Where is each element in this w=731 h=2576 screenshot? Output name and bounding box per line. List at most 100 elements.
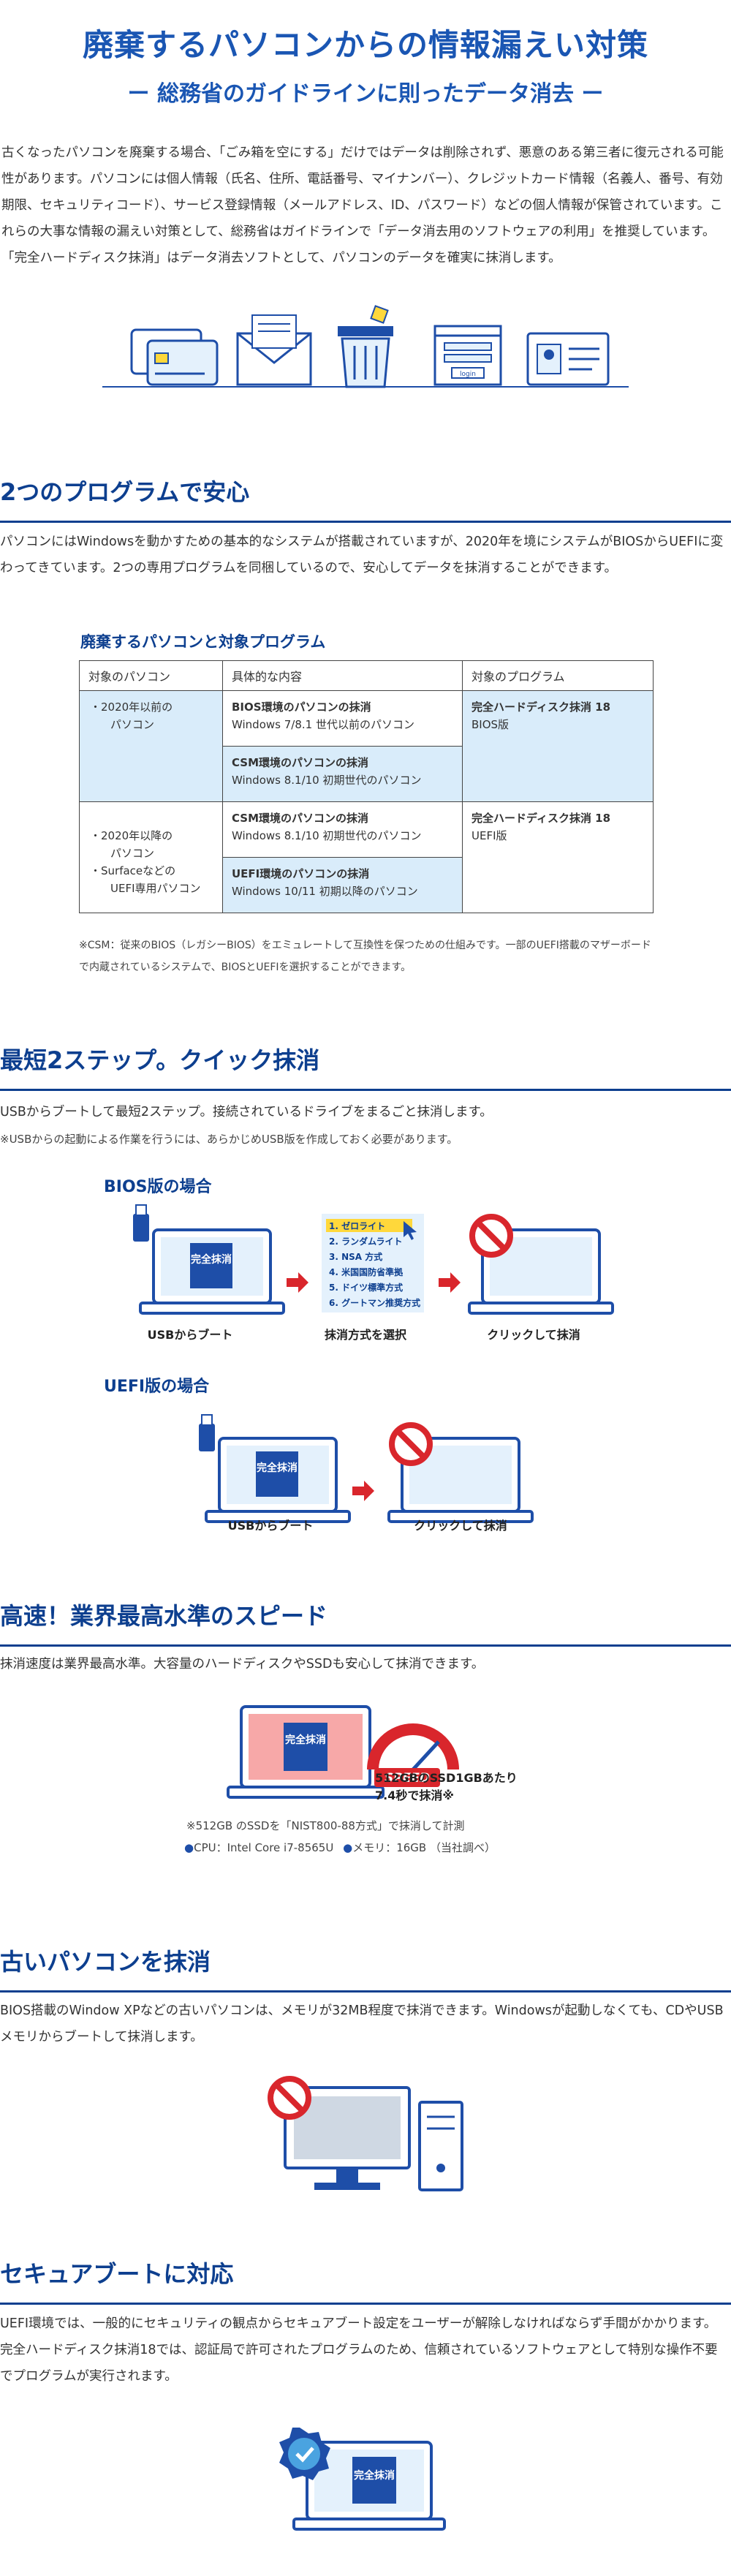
method-item: 1. ゼロライト [329,1220,385,1231]
uefi-heading: UEFI版の場合 [104,1378,210,1396]
content-desc: Windows 8.1/10 初期世代のパソコン [232,829,422,842]
speed-result-line: 7.4秒で抹消※ [375,1789,454,1802]
method-item: 4. 米国国防省準拠 [329,1266,404,1277]
table-cell-content: BIOS環境のパソコンの抹消 Windows 7/8.1 世代以前のパソコン [222,690,463,747]
table-cell-target: ・2020年以前の パソコン [79,690,223,802]
caption-usb-boot: USBからブート [147,1328,233,1342]
speed-result: 512GBのSSD1GBあたり 7.4秒で抹消※ [375,1769,518,1805]
secure-boot-illustration: 完全抹消 [279,2428,446,2531]
table-row: ・2020年以前の パソコン BIOS環境のパソコンの抹消 Windows 7/… [79,690,654,802]
arrow-right-icon [439,1272,461,1293]
section-heading-speed: 高速！業界最高水準のスピード [0,1598,731,1647]
monitor-icon [284,2086,411,2190]
old-pc-text: BIOS搭載のWindow XPなどの古いパソコンは、メモリが32MB程度で抹消… [0,2003,724,2044]
caption-usb-boot: USBからブート [227,1519,314,1533]
table-row: UEFI環境のパソコンの抹消 Windows 10/11 初期以降のパソコン [80,857,654,913]
laptop-icon [387,1437,534,1523]
speed-text: 抹消速度は業界最高水準。大容量のハードディスクやSSDも安心して抹消できます。 [0,1657,485,1672]
intro-illustration: login [102,305,629,388]
spec-mem: メモリ：16GB （当社調べ） [352,1841,496,1854]
old-pc-illustration [268,2076,463,2191]
content-desc: Windows 10/11 初期以降のパソコン [232,885,418,898]
section-heading-old-pc: 古いパソコンを抹消 [0,1944,731,1993]
speedometer-icon: SPEED [367,1723,459,1787]
speed-badge: SPEED [385,1771,430,1786]
caption-click-erase: クリックして抹消 [414,1519,507,1533]
erase-method-list: 1. ゼロライト 2. ランダムライト 3. NSA 方式 4. 米国国防省準拠… [322,1214,424,1312]
table-header-program: 対象のプログラム [462,660,654,691]
caption-select-method: 抹消方式を選択 [324,1328,406,1342]
envelope-icon [236,314,312,386]
bullet-icon: ● [343,1841,353,1854]
screen-label: 完全抹消 [354,2469,395,2482]
section-heading-secure-boot: セキュアブートに対応 [0,2256,731,2305]
method-item: 3. NSA 方式 [329,1251,382,1262]
prohibited-icon [268,2076,311,2120]
section-heading-programs: 2つのプログラムで安心 [0,474,731,523]
content-title: CSM環境のパソコンの抹消 [232,756,369,769]
target-line: ・Surfaceなどの [90,864,176,877]
laptop-icon [468,1228,614,1315]
program-table: 対象のパソコン 具体的な内容 対象のプログラム ・2020年以前の パソコン B… [79,660,654,913]
intro-text: 古くなったパソコンを廃棄する場合、「ごみ箱を空にする」だけではデータは削除されず… [1,146,724,265]
screen-label: 完全抹消 [191,1253,232,1266]
page-title: 廃棄するパソコンからの情報漏えい対策 [82,27,648,63]
table-cell-content: CSM環境のパソコンの抹消 Windows 8.1/10 初期世代のパソコン [222,746,463,802]
usb-icon [133,1204,149,1242]
trash-can-icon [338,305,393,388]
method-item: 6. グートマン推奨方式 [329,1297,420,1308]
credit-card-icon [130,328,219,386]
page-subtitle: ー 総務省のガイドラインに則ったデータ消去 ー [127,81,604,107]
hero: 廃棄するパソコンからの情報漏えい対策 ー 総務省のガイドラインに則ったデータ消去… [0,0,731,107]
section-heading-steps: 最短2ステップ。クイック抹消 [0,1042,731,1091]
table-cell-target: ・2020年以降の パソコン ・Surfaceなどの UEFI専用パソコン [79,801,223,913]
program-name: 完全ハードディスク抹消 18 [471,812,611,825]
bios-heading: BIOS版の場合 [104,1178,212,1196]
table-cell-program: 完全ハードディスク抹消 18 BIOS版 [462,690,654,802]
screen-label: 完全抹消 [285,1734,326,1746]
laptop-icon: 完全抹消 [139,1228,285,1315]
table-cell-content: CSM環境のパソコンの抹消 Windows 8.1/10 初期世代のパソコン [222,801,463,858]
prohibited-icon [389,1422,433,1466]
content-title: UEFI環境のパソコンの抹消 [232,867,370,880]
prohibited-icon [469,1214,513,1258]
laptop-icon: 完全抹消 [227,1705,385,1799]
table-title: 廃棄するパソコンと対象プログラム [80,633,326,651]
method-item: 2. ランダムライト [329,1236,403,1247]
spec-cpu: CPU：Intel Core i7-8565U [194,1841,334,1854]
login-label: login [460,371,476,378]
speed-note: ※512GB のSSDを「NIST800-88方式」で抹消して計測 [186,1819,465,1832]
method-item: 5. ドイツ標準方式 [329,1282,403,1293]
table-cell-content: UEFI環境のパソコンの抹消 Windows 10/11 初期以降のパソコン [222,857,463,913]
usb-icon [199,1414,215,1451]
tower-pc-icon [418,2101,463,2191]
steps-note: ※USBからの起動による作業を行うには、あらかじめUSB版を作成しておく必要があ… [0,1133,458,1146]
program-name: 完全ハードディスク抹消 18 [471,700,611,714]
bullet-icon: ● [184,1841,194,1854]
laptop-icon: 完全抹消 [292,2441,446,2531]
target-line: パソコン [110,847,155,860]
content-desc: Windows 7/8.1 世代以前のパソコン [232,718,414,731]
content-desc: Windows 8.1/10 初期世代のパソコン [232,774,422,787]
login-window-icon: login [433,325,502,386]
speed-result-line: 512GBのSSD1GBあたり [375,1771,518,1785]
table-header-row: 対象のパソコン 具体的な内容 対象のプログラム [79,660,654,691]
content-title: CSM環境のパソコンの抹消 [232,812,369,825]
secure-boot-text: UEFI環境では、一般的にセキュリティの観点からセキュアブート設定をユーザーが解… [0,2316,718,2384]
id-card-icon [526,332,610,386]
laptop-icon: 完全抹消 [205,1437,351,1523]
arrow-right-icon [352,1481,374,1501]
programs-text: パソコンにはWindowsを動かすための基本的なシステムが搭載されていますが、2… [0,535,724,575]
screen-label: 完全抹消 [257,1462,298,1474]
program-edition: UEFI版 [471,829,507,842]
table-header-content: 具体的な内容 [222,660,463,691]
table-footnote: ※CSM：従来のBIOS（レガシーBIOS）をエミュレートして互換性を保つための… [79,940,651,973]
arrow-right-icon [287,1272,308,1293]
steps-text: USBからブートして最短2ステップ。接続されているドライブをまるごと抹消します。 [0,1105,493,1119]
table-header-target: 対象のパソコン [79,660,223,691]
speed-specs: ●CPU：Intel Core i7-8565U ●メモリ：16GB （当社調べ… [184,1837,659,1859]
content-title: BIOS環境のパソコンの抹消 [232,700,371,714]
bios-steps-illustration: 完全抹消 1. ゼロライト 2. ランダムライト 3. NSA 方式 4. 米国… [133,1204,614,1315]
caption-click-erase: クリックして抹消 [487,1328,580,1342]
